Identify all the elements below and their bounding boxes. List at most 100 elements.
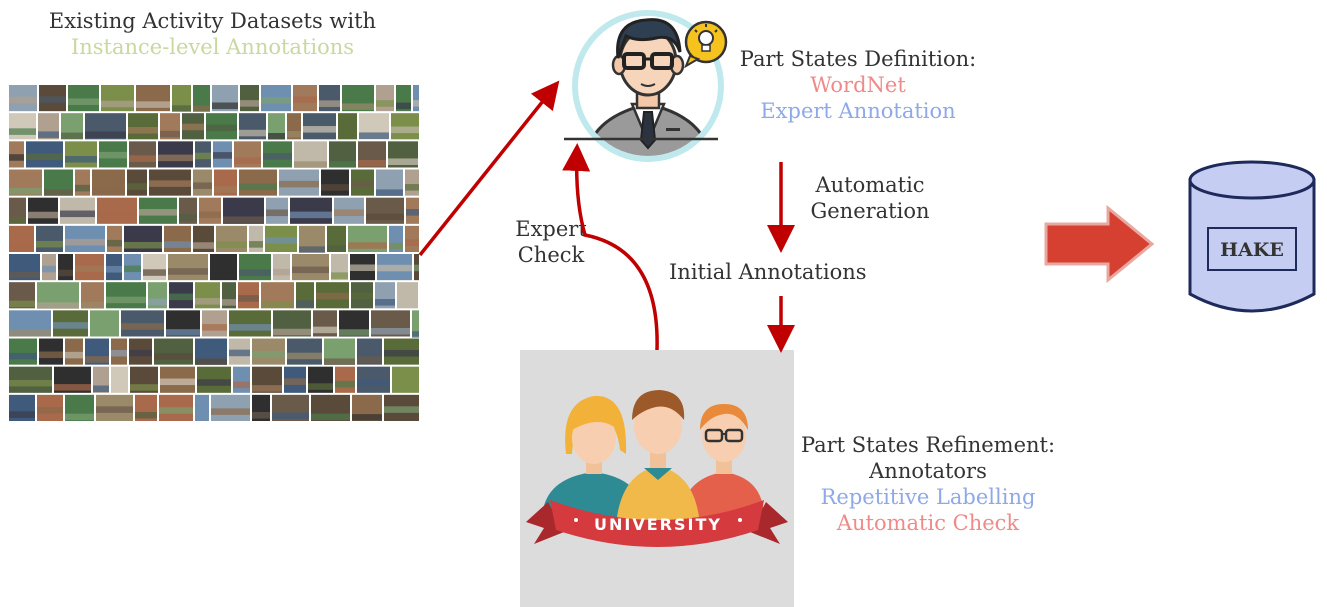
- mosaic-thumbnail-detail: [348, 242, 387, 249]
- mosaic-thumbnail-detail: [9, 300, 35, 308]
- mosaic-thumbnail-detail: [169, 293, 193, 301]
- mosaic-thumbnail-detail: [252, 350, 285, 358]
- mosaic-thumbnail: [143, 254, 166, 281]
- mosaic-thumbnail-detail: [160, 378, 195, 386]
- dataset-title-line2: Instance-level Annotations: [70, 35, 355, 59]
- mosaic-thumbnail: [391, 113, 419, 140]
- mosaic-thumbnail-detail: [358, 160, 386, 167]
- mosaic-thumbnail-detail: [99, 151, 127, 159]
- mosaic-thumbnail-detail: [211, 408, 250, 415]
- mosaic-thumbnail-detail: [9, 379, 52, 387]
- mosaic-thumbnail-detail: [389, 242, 403, 250]
- mosaic-thumbnail-detail: [316, 292, 349, 300]
- definition-wordnet: WordNet: [810, 73, 906, 97]
- mosaic-thumbnail: [290, 197, 332, 224]
- mosaic-thumbnail-detail: [296, 300, 314, 307]
- mosaic-thumbnail: [216, 225, 247, 252]
- mosaic-thumbnail: [9, 366, 52, 393]
- mosaic-thumbnail: [287, 338, 322, 365]
- mosaic-thumbnail-detail: [75, 265, 104, 272]
- mosaic-thumbnail-detail: [111, 349, 127, 357]
- mosaic-thumbnail-detail: [129, 349, 152, 357]
- mosaic-thumbnail-detail: [199, 211, 221, 219]
- mosaic-thumbnail-detail: [406, 209, 419, 216]
- mosaic-thumbnail-detail: [376, 100, 394, 107]
- mosaic-thumbnail-detail: [261, 301, 294, 308]
- mosaic-thumbnail: [158, 141, 193, 168]
- expert-check-line1: Expert: [515, 217, 587, 241]
- mosaic-thumbnail-detail: [350, 264, 375, 272]
- mosaic-thumbnail: [107, 225, 122, 252]
- mosaic-thumbnail-detail: [238, 295, 259, 302]
- mosaic-thumbnail: [239, 169, 277, 196]
- mosaic-thumbnail-detail: [375, 299, 395, 306]
- mosaic-thumbnail: [376, 85, 394, 112]
- mosaic-thumbnail-detail: [107, 239, 122, 247]
- mosaic-thumbnail-detail: [9, 154, 24, 161]
- mosaic-thumbnail-detail: [166, 329, 200, 336]
- mosaic-thumbnail-detail: [216, 241, 247, 248]
- dataset-image-mosaic: [9, 85, 419, 421]
- mosaic-thumbnail-detail: [287, 131, 301, 138]
- mosaic-thumbnail: [233, 366, 250, 393]
- mosaic-thumbnail-detail: [308, 383, 333, 390]
- mosaic-thumbnail-detail: [324, 358, 355, 365]
- banner-text: UNIVERSITY: [594, 515, 722, 534]
- mosaic-thumbnail-detail: [405, 184, 419, 191]
- mosaic-thumbnail-detail: [327, 245, 346, 252]
- mosaic-thumbnail: [240, 85, 259, 112]
- mosaic-thumbnail-detail: [222, 299, 236, 306]
- mosaic-thumbnail-detail: [54, 384, 91, 391]
- mosaic-thumbnail-detail: [26, 153, 63, 161]
- output-arrow-icon: [1044, 204, 1155, 284]
- mosaic-thumbnail-detail: [130, 384, 158, 391]
- mosaic-thumbnail-detail: [299, 246, 325, 253]
- dataset-title: Existing Activity Datasets with Instance…: [0, 8, 425, 60]
- mosaic-thumbnail-detail: [351, 180, 374, 188]
- mosaic-thumbnail-detail: [294, 161, 327, 168]
- automatic-generation-line1: Automatic: [815, 173, 925, 197]
- mosaic-thumbnail: [249, 225, 263, 252]
- mosaic-thumbnail-detail: [135, 411, 157, 419]
- mosaic-thumbnail-detail: [81, 302, 104, 309]
- mosaic-thumbnail-detail: [239, 269, 271, 276]
- mosaic-thumbnail: [268, 113, 285, 140]
- mosaic-thumbnail: [168, 254, 208, 281]
- mosaic-thumbnail: [128, 113, 158, 140]
- mosaic-thumbnail: [335, 366, 355, 393]
- mosaic-thumbnail-detail: [339, 329, 369, 336]
- mosaic-thumbnail-detail: [240, 100, 259, 107]
- mosaic-thumbnail-detail: [292, 266, 329, 274]
- mosaic-thumbnail-detail: [168, 268, 208, 275]
- mosaic-thumbnail-detail: [106, 266, 122, 273]
- mosaic-thumbnail-detail: [37, 302, 79, 309]
- refinement-repetitive-labelling: Repetitive Labelling: [820, 485, 1036, 509]
- mosaic-thumbnail: [405, 169, 419, 196]
- mosaic-thumbnail-detail: [139, 209, 177, 216]
- mosaic-thumbnail-detail: [9, 352, 37, 360]
- mosaic-thumbnail-detail: [249, 241, 263, 248]
- mosaic-thumbnail-detail: [65, 351, 83, 359]
- mosaic-thumbnail-detail: [195, 298, 220, 305]
- mosaic-thumbnail-detail: [331, 272, 348, 279]
- mosaic-thumbnail: [58, 254, 73, 281]
- mosaic-thumbnail-detail: [234, 157, 261, 164]
- mosaic-thumbnail-detail: [28, 211, 58, 219]
- mosaic-thumbnail-detail: [154, 353, 193, 360]
- mosaic-thumbnail-detail: [266, 209, 288, 217]
- mosaic-thumbnail-detail: [195, 152, 211, 160]
- mosaic-thumbnail-detail: [195, 358, 227, 366]
- mosaic-thumbnail-detail: [65, 238, 105, 246]
- mosaic-thumbnail-detail: [111, 385, 128, 393]
- mosaic-thumbnail-detail: [124, 241, 162, 249]
- mosaic-thumbnail: [97, 197, 137, 224]
- mosaic-thumbnail-detail: [193, 182, 212, 189]
- mosaic-thumbnail-detail: [366, 213, 404, 221]
- mosaic-thumbnail-detail: [42, 265, 56, 273]
- mosaic-thumbnail-detail: [252, 412, 270, 419]
- mosaic-thumbnail-detail: [413, 100, 419, 107]
- mosaic-thumbnail-detail: [319, 100, 340, 107]
- mosaic-thumbnail-detail: [335, 380, 355, 388]
- mosaic-thumbnail-detail: [197, 379, 231, 386]
- mosaic-thumbnail-detail: [37, 407, 63, 414]
